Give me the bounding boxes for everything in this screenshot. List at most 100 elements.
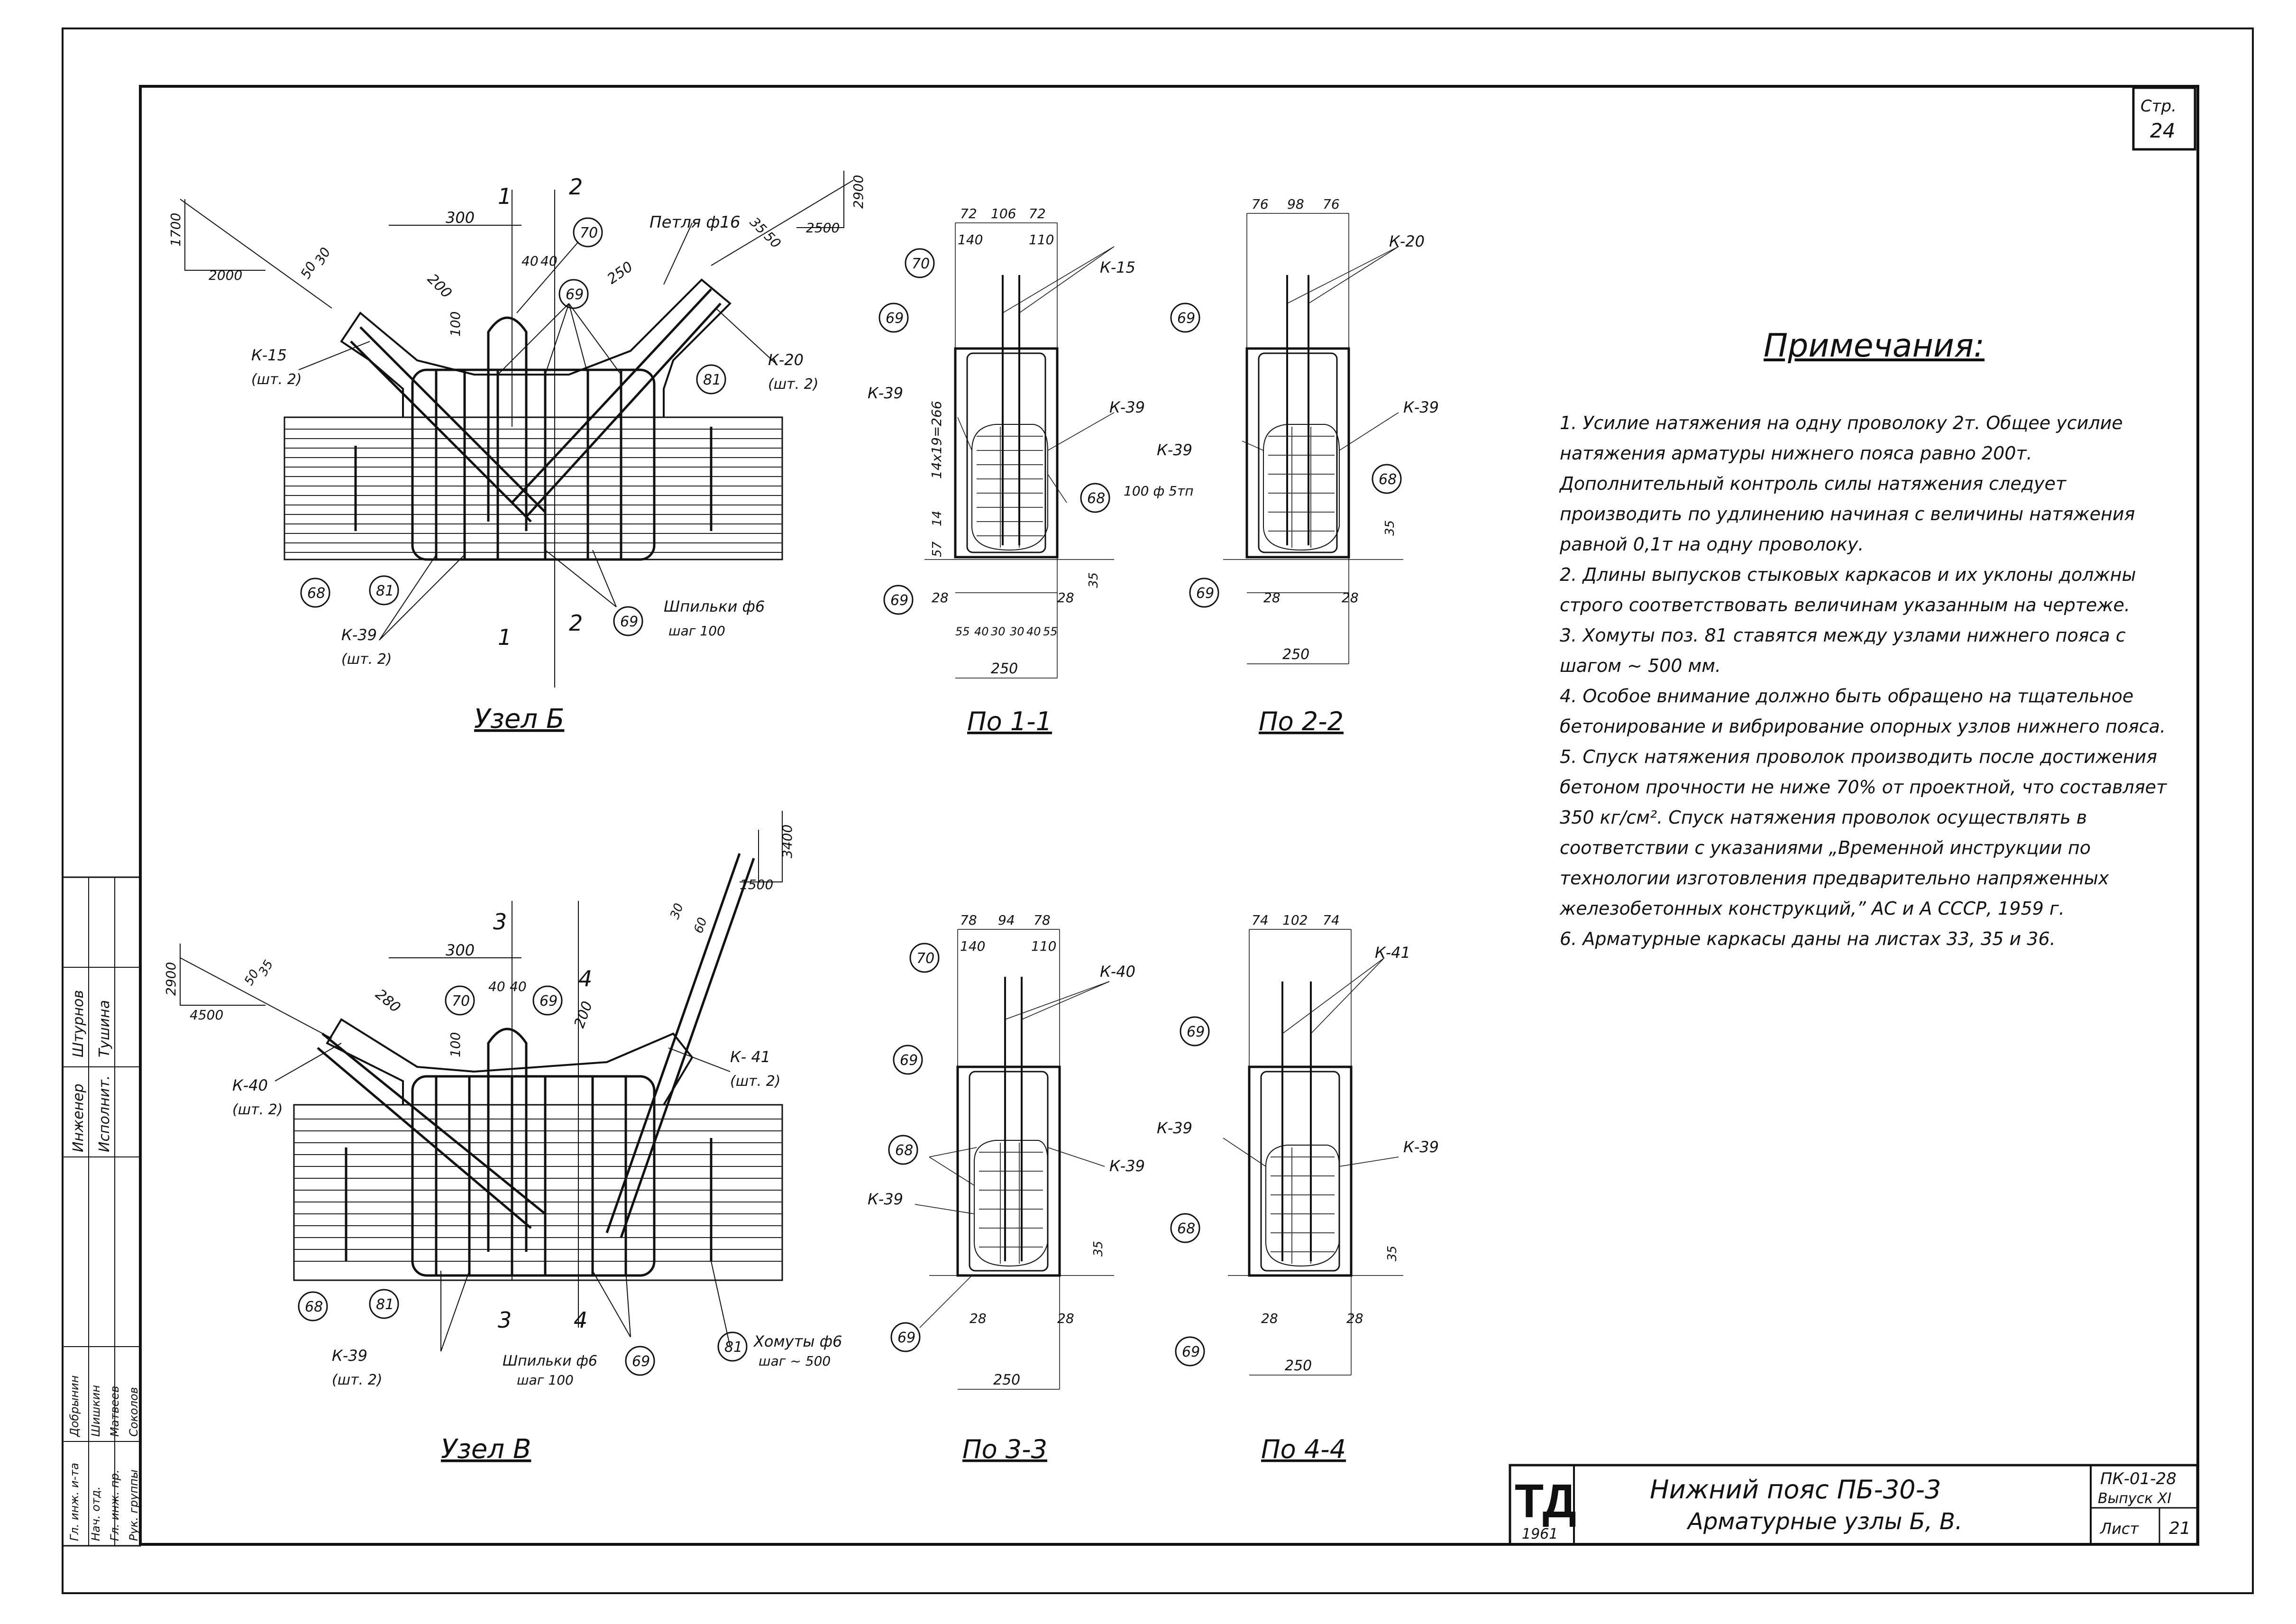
sec11-side-dim: 14х19=266	[929, 401, 944, 479]
svg-text:69: 69	[1177, 310, 1195, 327]
sec33-dim-94: 94	[998, 912, 1015, 928]
sec44-dim-74a: 74	[1252, 912, 1269, 928]
section-3-3: 78 94 78 140 110 К-40 К-39 К-39 28 28 25…	[868, 912, 1145, 1464]
svg-text:69: 69	[1187, 1024, 1205, 1040]
node-v-dim-4500: 4500	[190, 1007, 223, 1023]
sec33-mark-68: 68	[888, 1135, 918, 1165]
title-year: 1961	[1522, 1526, 1558, 1542]
node-b-k15-qty: (шт. 2)	[251, 371, 302, 388]
node-v-k40-qty: (шт. 2)	[232, 1101, 283, 1118]
node-b-view: 1 2 1 2 300 200 250 40 40 100 50 30 35 5…	[168, 171, 866, 734]
node-b-mark-81a: 81	[696, 364, 726, 395]
svg-text:70: 70	[916, 950, 934, 967]
page-number: 24	[2150, 119, 2175, 142]
sec33-k39b: К-39	[1109, 1157, 1145, 1175]
stamp-role-3: Гл. инж. и-та	[68, 1463, 81, 1541]
sec11-k39b: К-39	[1109, 398, 1145, 416]
sec33-dim-78b: 78	[1034, 912, 1051, 928]
section-1-1: 72 106 72 140 110 14х19=266 57 14 28 28 …	[868, 206, 1194, 736]
node-v-section-3-top: 3	[493, 909, 507, 935]
sec11-dim-28a: 28	[932, 590, 949, 606]
sec11-dim-72a: 72	[960, 206, 977, 221]
node-v-section-3-bot: 3	[498, 1307, 512, 1333]
node-v-dim-1500: 1500	[740, 877, 773, 892]
svg-text:68: 68	[1087, 490, 1105, 507]
outer-border	[62, 28, 2254, 1594]
note-3: 3. Хомуты поз. 81 ставятся между узлами …	[1560, 625, 2126, 676]
node-b-dim-30: 30	[311, 245, 333, 267]
sec33-mark-70: 70	[909, 943, 940, 973]
node-b-dim-300: 300	[446, 209, 475, 227]
sec11-dim-14: 14	[930, 511, 944, 526]
stamp-name-6: Соколов	[127, 1387, 140, 1437]
sec22-mark-69: 69	[1170, 303, 1200, 333]
sec11-mark-68: 68	[1080, 483, 1110, 513]
note-2: 2. Длины выпусков стыковых каркасов и их…	[1560, 564, 2136, 615]
sec11-caption: По 1-1	[967, 706, 1052, 736]
sec44-mark-69: 69	[1180, 1016, 1210, 1046]
node-b-k39: К-39	[341, 626, 377, 644]
title-issue: Выпуск XI	[2098, 1490, 2171, 1507]
svg-text:81: 81	[724, 1339, 742, 1356]
node-b-dim-50b: 50	[761, 229, 784, 252]
sec11-dim-55a: 55	[955, 625, 970, 638]
sec22-caption: По 2-2	[1259, 706, 1344, 736]
stamp-name-2: Тушина	[96, 1000, 113, 1057]
sec33-dim-110: 110	[1031, 938, 1056, 954]
sec44-k39b: К-39	[1403, 1138, 1439, 1156]
sec11-mark-69: 69	[878, 303, 909, 333]
node-b-mark-81b: 81	[369, 575, 399, 606]
sec22-k39b: К-39	[1403, 398, 1439, 416]
node-b-caption: Узел Б	[474, 704, 564, 734]
node-v-pin-step: шаг 100	[517, 1372, 574, 1388]
sec22-dim-76b: 76	[1323, 196, 1340, 212]
note-1: 1. Усилие натяжения на одну проволоку 2т…	[1560, 413, 2135, 555]
node-v-mark-69: 69	[532, 985, 563, 1016]
svg-text:69: 69	[1182, 1344, 1200, 1360]
node-b-dim-2900: 2900	[851, 175, 866, 209]
node-b-dim-40b: 40	[540, 253, 558, 269]
sec33-dim-28b: 28	[1057, 1311, 1074, 1326]
side-stamp: Инженер Штурнов Исполнит. Тушина Гл. инж…	[62, 876, 141, 1547]
title-code: ПК-01-28	[2100, 1469, 2177, 1488]
sec33-mark-69: 69	[893, 1045, 923, 1075]
node-b-k15: К-15	[251, 346, 287, 364]
node-b-dim-250: 250	[604, 258, 636, 288]
svg-text:69: 69	[900, 1052, 918, 1069]
svg-text:69: 69	[620, 614, 638, 630]
svg-text:81: 81	[703, 372, 721, 388]
node-v-dim-40a: 40	[488, 979, 505, 994]
sec22-dim-28a: 28	[1263, 590, 1281, 606]
sec11-width: 250	[991, 661, 1018, 677]
note-4: 4. Особое внимание должно быть обращено …	[1560, 686, 2166, 737]
sec22-k39a: К-39	[1157, 441, 1192, 459]
node-v-mark-69b: 69	[625, 1346, 655, 1376]
sec44-mark-68: 68	[1170, 1213, 1200, 1243]
svg-text:69: 69	[897, 1330, 915, 1346]
node-v-caption: Узел В	[441, 1434, 531, 1465]
node-v-dim-60: 60	[691, 916, 710, 935]
node-b-mark-70: 70	[573, 217, 603, 248]
sec44-dim-102: 102	[1282, 912, 1308, 928]
node-b-dim-1700: 1700	[168, 213, 183, 247]
svg-text:68: 68	[307, 585, 325, 602]
sec44-k39a: К-39	[1157, 1119, 1192, 1137]
node-v-dim-2900: 2900	[163, 962, 179, 996]
drawing-frame	[139, 85, 2199, 1546]
node-b-section-2-top: 2	[569, 174, 583, 200]
sec22-width: 250	[1282, 646, 1309, 663]
sec22-dim-76a: 76	[1252, 196, 1269, 212]
stamp-role-1: Инженер	[70, 1083, 87, 1152]
section-4-4: 74 102 74 К-41 К-39 К-39 28 28 250 35 69…	[1157, 912, 1439, 1464]
node-b-k20: К-20	[768, 351, 804, 369]
note-6: 6. Арматурные каркасы даны на листах 33,…	[1560, 928, 2056, 949]
node-v-mark-81a: 81	[369, 1289, 399, 1319]
node-v-stirrup-label: Хомуты ф6	[753, 1332, 842, 1350]
sec33-caption: По 3-3	[962, 1434, 1047, 1464]
node-v-k41: К- 41	[730, 1048, 770, 1066]
sec11-dim-35: 35	[1087, 572, 1101, 588]
sec22-mark-68: 68	[1372, 464, 1402, 494]
page-label: Стр.	[2140, 97, 2177, 116]
sec11-dim-28b: 28	[1057, 590, 1074, 606]
